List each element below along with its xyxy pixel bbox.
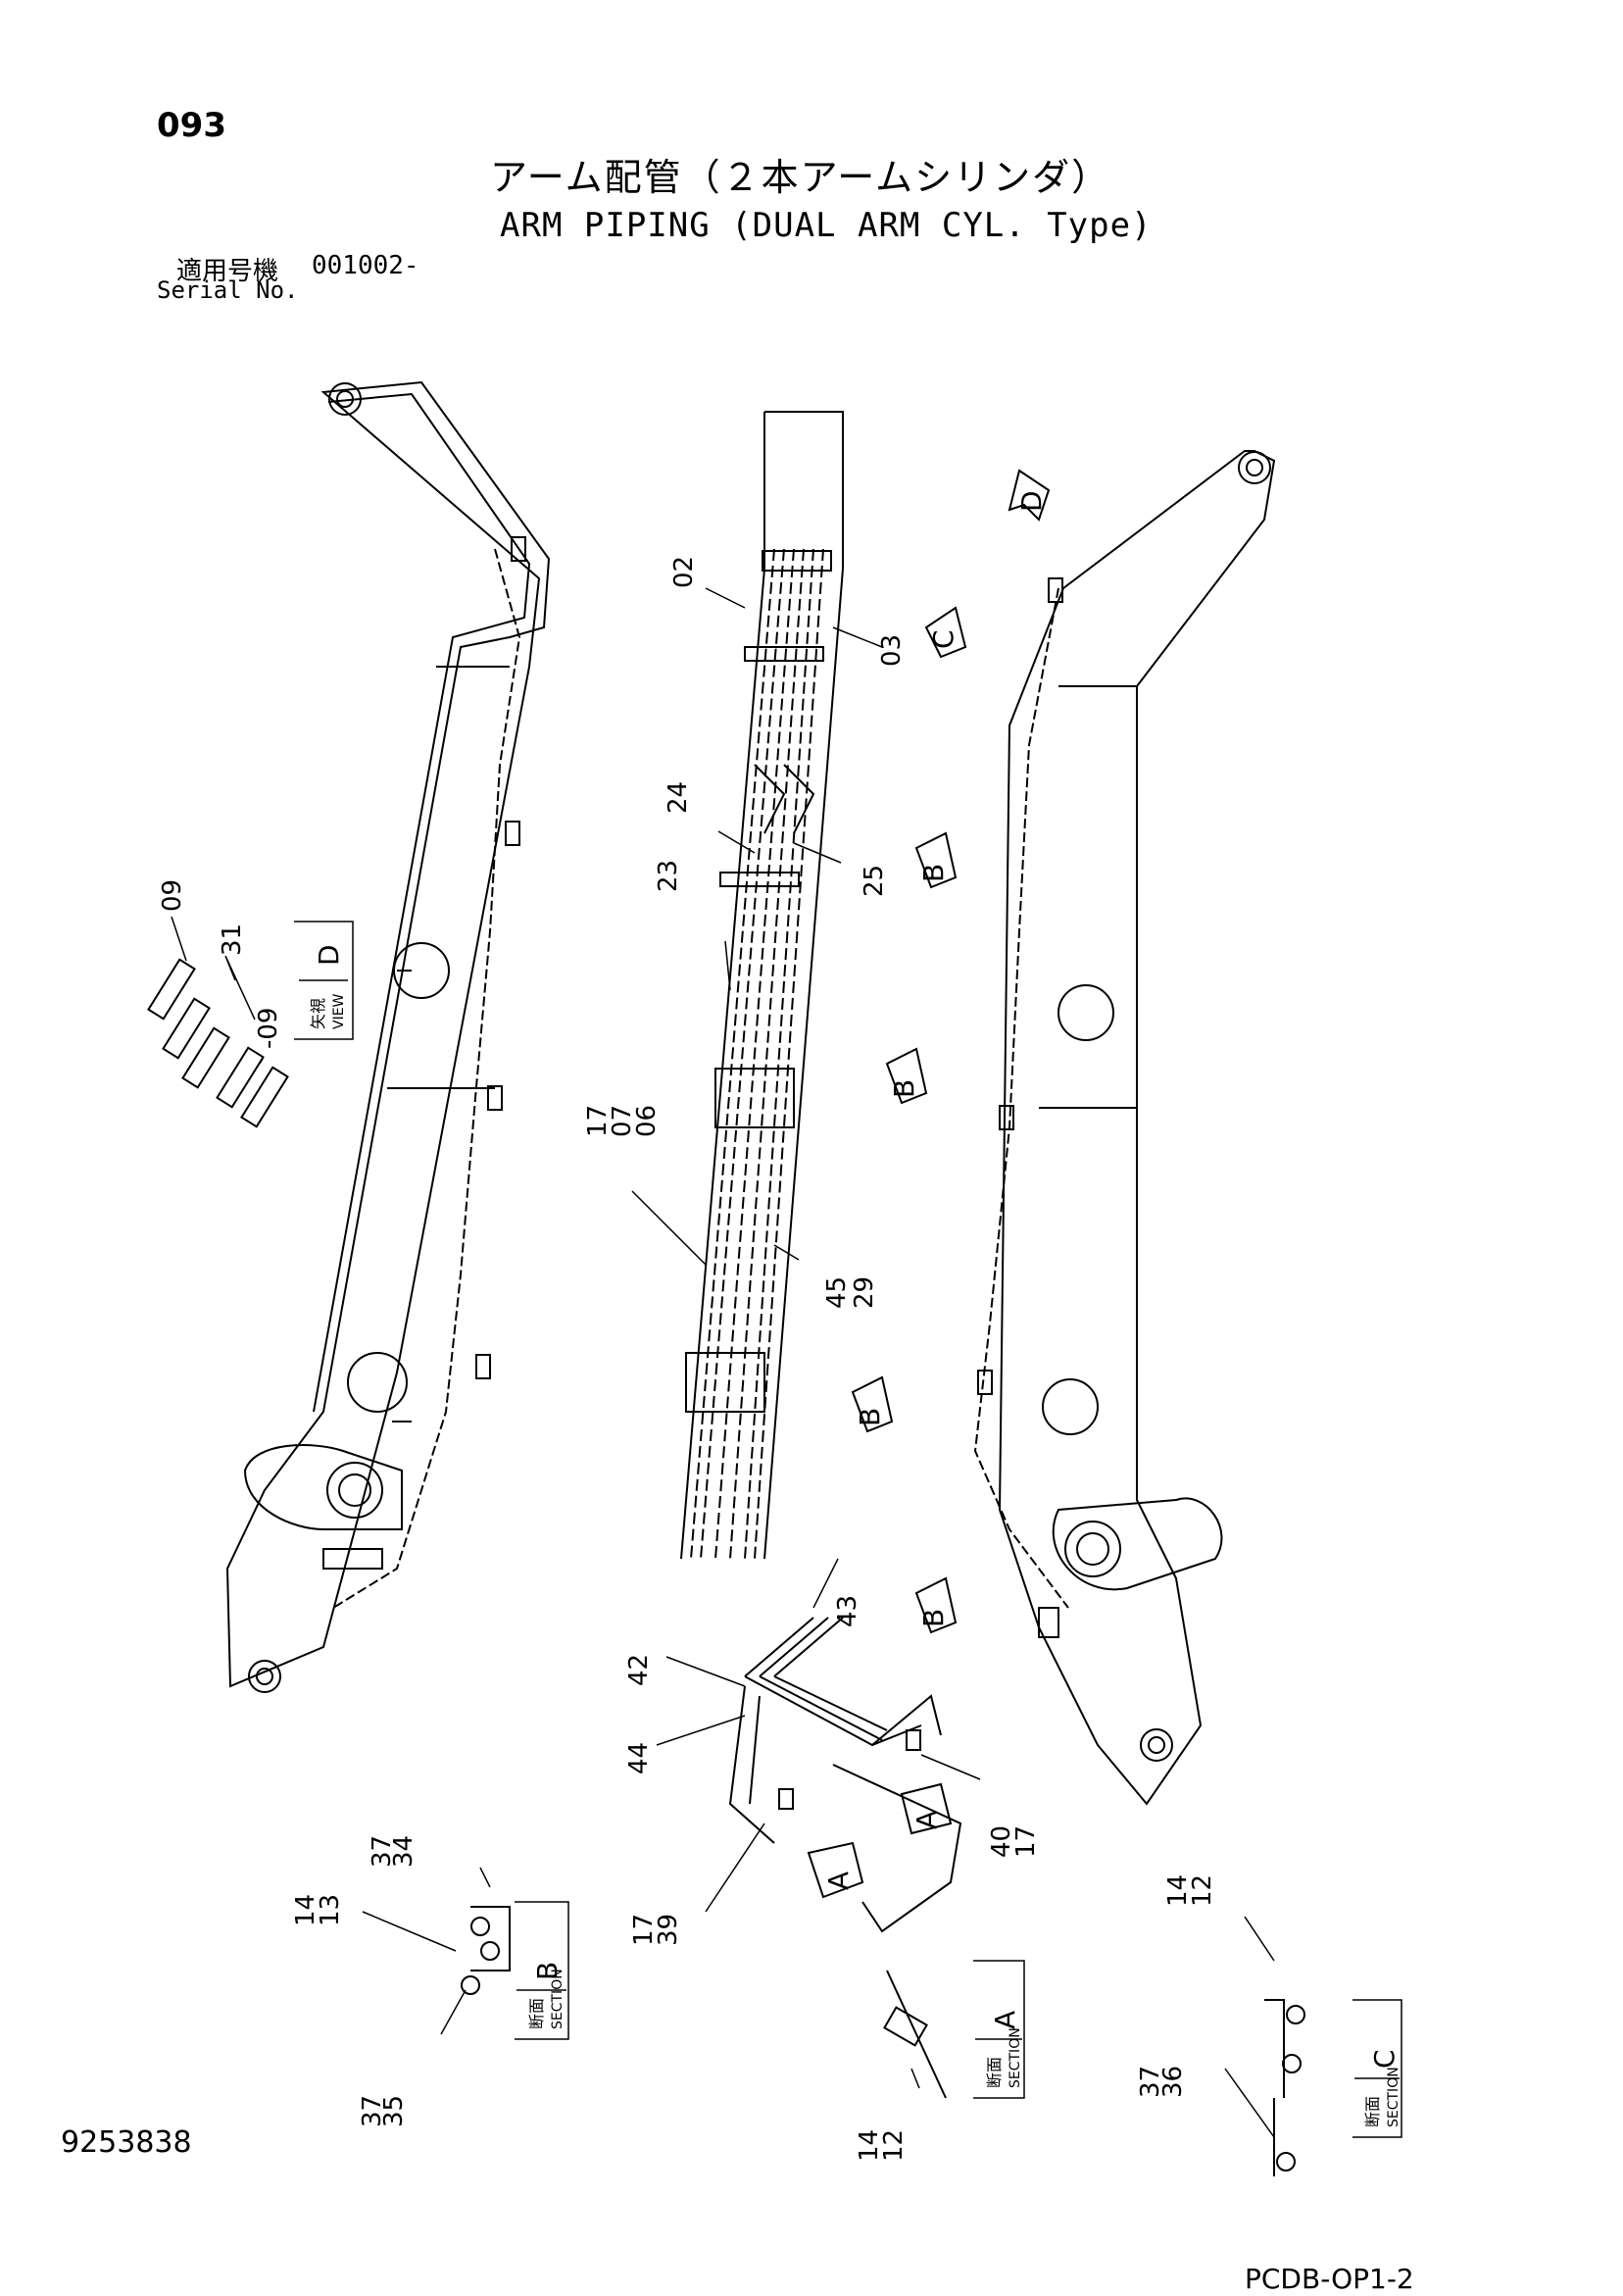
part-number-12-c: 12: [1188, 1874, 1217, 1907]
part-number-35: 35: [379, 2095, 409, 2127]
view-marker-b-3: B: [854, 1408, 886, 1426]
part-number-23: 23: [654, 860, 683, 892]
part-number-31: 31: [218, 923, 247, 956]
view-marker-c: C: [927, 629, 959, 649]
view-marker-a-1: A: [822, 1872, 855, 1890]
view-marker-b-1: B: [917, 864, 950, 882]
center-pipe-straight-view: [680, 411, 844, 1560]
section-b-letter: B: [531, 1962, 564, 1980]
serial-label-english: Serial No.: [157, 276, 299, 304]
title-japanese: アーム配管（２本アームシリンダ）: [490, 156, 1111, 199]
view-marker-a-2: A: [910, 1811, 943, 1829]
left-arm-pipe-clamps: [322, 536, 526, 1570]
section-b-japanese: 断面: [527, 1998, 546, 2029]
section-c-detail: [1264, 1999, 1305, 2176]
drawing-number: 9253838: [61, 2125, 192, 2160]
part-number-12-a: 12: [879, 2129, 909, 2162]
page-number: 093: [157, 106, 226, 145]
serial-label-japanese: 適用号機: [176, 257, 279, 286]
part-number-34: 34: [389, 1835, 418, 1868]
section-a-letter: A: [989, 2011, 1021, 2029]
serial-number-value: 001002-: [312, 251, 419, 280]
view-marker-letters: D C B B B B A A: [822, 490, 1048, 1890]
view-label-japanese: 矢視: [309, 998, 327, 1029]
section-c-letter: C: [1368, 2049, 1401, 2069]
right-arm-outline: [973, 450, 1276, 1806]
section-a-japanese: 断面: [985, 2057, 1004, 2088]
part-number-39: 39: [654, 1914, 683, 1946]
part-number-03: 03: [877, 634, 907, 667]
view-marker-d: D: [1015, 490, 1048, 512]
part-number-37-c: 37: [1136, 2066, 1165, 2098]
part-number-43: 43: [833, 1595, 862, 1627]
section-c-japanese: 断面: [1363, 2096, 1382, 2127]
view-d-fittings: [147, 958, 289, 1128]
part-number-42: 42: [624, 1654, 654, 1686]
part-number-40: 40: [987, 1825, 1016, 1858]
section-b-english: SECTION: [550, 1969, 566, 2029]
part-number-17: 17: [583, 1105, 613, 1137]
part-number-13: 13: [316, 1894, 345, 1926]
part-number-37-bottom: 37: [358, 2095, 387, 2127]
label-boxes: [294, 921, 1402, 2138]
title-english: ARM PIPING (DUAL ARM CYL. Type): [500, 206, 1153, 245]
section-c-english: SECTION: [1386, 2067, 1402, 2127]
part-number-36: 36: [1158, 2066, 1188, 2098]
part-number-02: 02: [669, 556, 699, 588]
section-a-label: 断面 SECTION A: [985, 2011, 1023, 2088]
part-number-14-c: 14: [1163, 1874, 1193, 1907]
left-arm-outline: [225, 380, 551, 1693]
page-code: PCDB-OP1-2: [1245, 2263, 1414, 2295]
part-number-29: 29: [850, 1276, 879, 1309]
part-number-09-bottom: -09: [254, 1008, 283, 1049]
section-a-detail: [883, 1970, 947, 2099]
section-b-label: 断面 SECTION B: [527, 1962, 566, 2029]
view-marker-b-2: B: [888, 1079, 920, 1098]
branch-piping-detail: [728, 1617, 962, 1933]
view-label-letter: D: [313, 944, 345, 966]
part-number-37-top: 37: [368, 1835, 397, 1868]
part-number-25: 25: [860, 865, 889, 897]
view-label-english: VIEW: [331, 993, 347, 1029]
part-number-09-top: 09: [158, 879, 187, 912]
part-number-17-right: 17: [1011, 1825, 1041, 1858]
leader-lines: [171, 587, 1275, 2138]
part-number-14-b: 14: [291, 1894, 320, 1926]
part-number-06: 06: [632, 1105, 662, 1137]
part-number-44: 44: [624, 1742, 654, 1774]
view-arrow-markers: [807, 469, 1051, 1899]
part-number-24: 24: [664, 781, 693, 814]
part-number-14-a: 14: [855, 2129, 884, 2162]
section-c-label: 断面 SECTION C: [1363, 2049, 1402, 2127]
view-marker-b-4: B: [917, 1609, 950, 1627]
section-b-detail: [461, 1906, 511, 1995]
view-d-label: 矢視 VIEW D: [309, 944, 347, 1029]
part-number-07: 07: [608, 1105, 637, 1137]
part-number-labels: 02 03 24 23 25 09 31 -09 17 07 06 45 29 …: [158, 556, 1217, 2162]
section-a-english: SECTION: [1008, 2027, 1023, 2088]
part-number-17-lower: 17: [629, 1914, 659, 1946]
part-number-45: 45: [822, 1276, 852, 1309]
